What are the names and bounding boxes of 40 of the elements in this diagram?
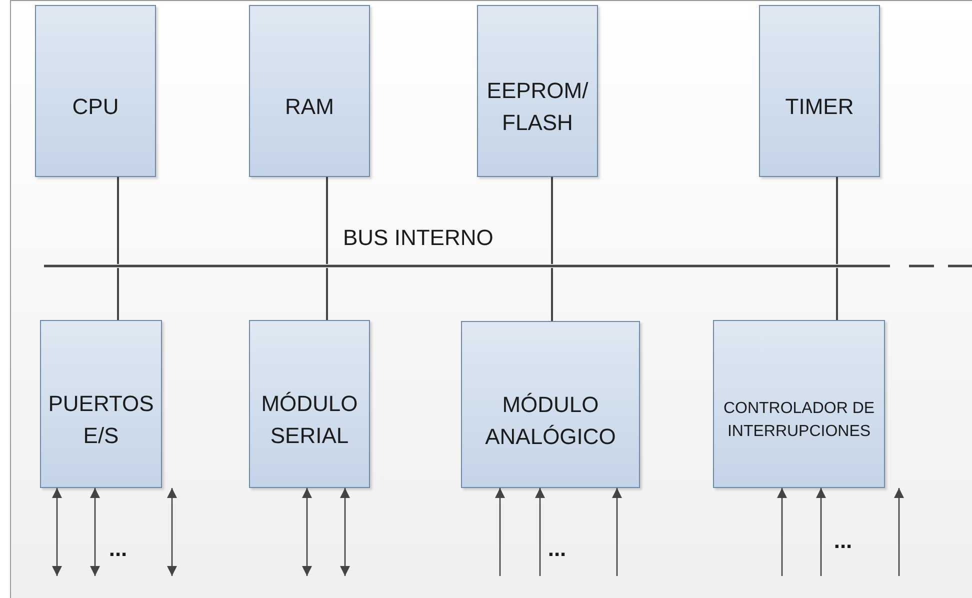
ellipsis-label: ...	[548, 538, 566, 560]
signal-arrow	[302, 488, 312, 576]
signal-arrow	[535, 488, 545, 576]
bus-line	[44, 264, 972, 268]
module-label: PUERTOS E/S	[48, 390, 154, 450]
bus-connector	[551, 268, 553, 321]
module-box	[477, 5, 598, 177]
module-box	[713, 320, 885, 488]
signal-arrow	[167, 488, 177, 576]
module-label: EEPROM/ FLASH	[486, 77, 589, 137]
module-label: TIMER	[785, 93, 854, 122]
bus-connector	[326, 268, 328, 320]
module-label: CONTROLADOR DE INTERRUPCIONES	[722, 398, 876, 442]
bus-connector	[551, 177, 553, 264]
module-box	[249, 5, 370, 177]
signal-arrow	[90, 488, 100, 576]
signal-arrow	[495, 488, 505, 576]
module-box	[461, 321, 640, 488]
signal-arrow	[816, 488, 826, 576]
module-label: CPU	[72, 93, 119, 122]
bus-label: BUS INTERNO	[343, 227, 494, 249]
module-label: MÓDULO ANALÓGICO	[484, 390, 617, 450]
bus-connector	[326, 177, 328, 264]
module-box	[40, 320, 162, 488]
bus-connector	[117, 177, 119, 264]
bus-connector	[836, 177, 838, 264]
module-label: RAM	[285, 93, 334, 122]
bus-connector	[117, 268, 119, 320]
module-box	[759, 5, 880, 177]
module-box	[35, 5, 156, 177]
signal-arrow	[52, 488, 62, 576]
ellipsis-label: ...	[834, 530, 852, 552]
signal-arrow	[612, 488, 622, 576]
signal-arrow	[777, 488, 787, 576]
module-label: MÓDULO SERIAL	[260, 390, 359, 450]
ellipsis-label: ...	[108, 538, 128, 560]
signal-arrow	[340, 488, 350, 576]
bus-connector	[836, 268, 838, 320]
signal-arrow	[894, 488, 904, 576]
module-box	[249, 320, 370, 488]
